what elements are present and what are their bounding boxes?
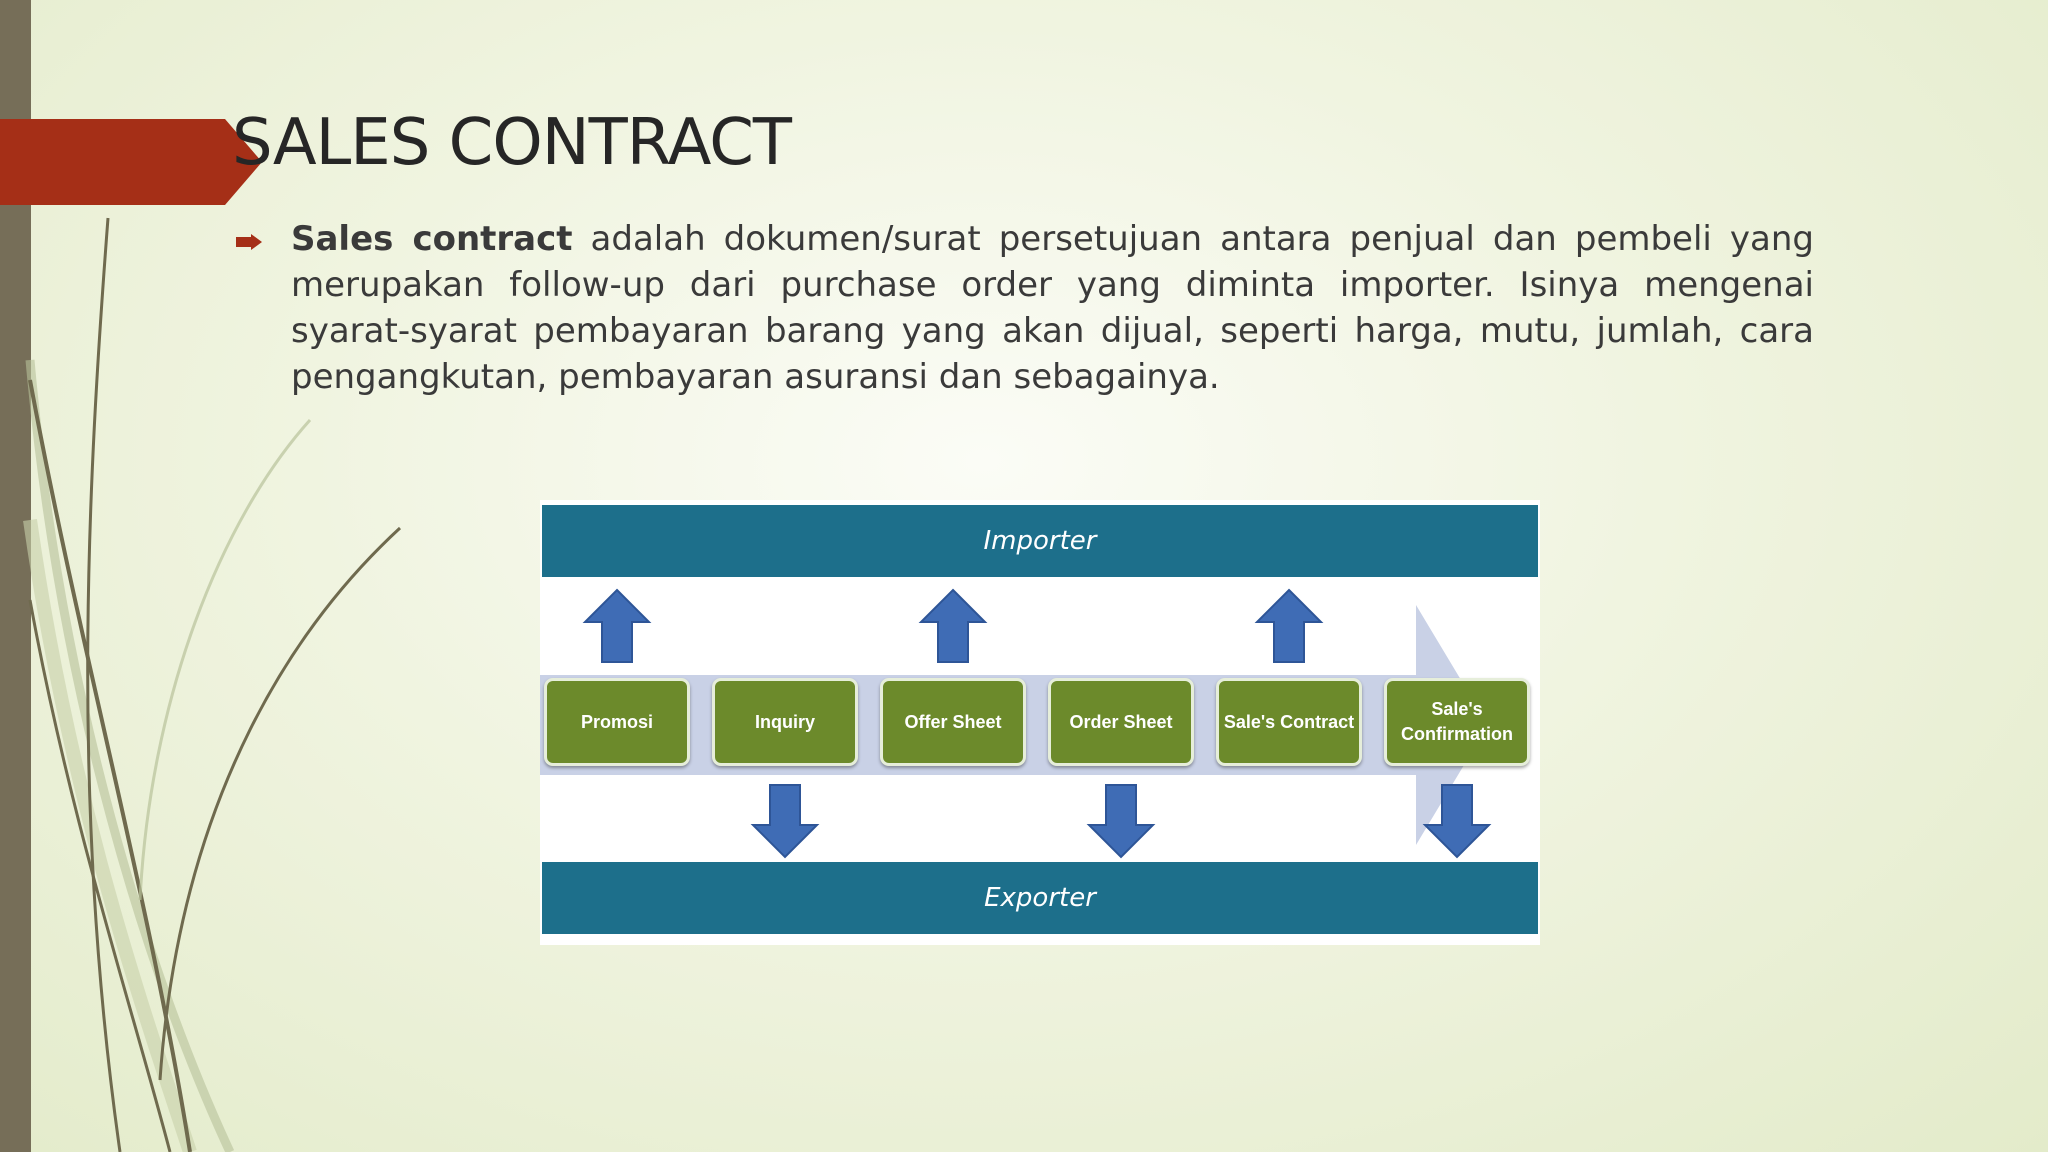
decorative-curves	[23, 217, 402, 1152]
exporter-band: Exporter	[542, 862, 1538, 934]
step-promosi: Promosi	[544, 678, 690, 766]
arrow-up-icon	[918, 588, 988, 663]
step-order-sheet: Order Sheet	[1048, 678, 1194, 766]
step-sales-contract: Sale's Contract	[1216, 678, 1362, 766]
arrow-up-icon	[1254, 588, 1324, 663]
body-term: Sales contract	[291, 219, 573, 259]
body-paragraph: Sales contract adalah dokumen/surat pers…	[291, 216, 1814, 400]
step-inquiry: Inquiry	[712, 678, 858, 766]
arrow-down-icon	[1422, 784, 1492, 859]
step-sales-confirmation: Sale's Confirmation	[1384, 678, 1530, 766]
bullet-arrow-icon	[236, 234, 262, 250]
arrow-down-icon	[750, 784, 820, 859]
slide-title: SALES CONTRACT	[232, 106, 792, 180]
arrow-up-icon	[582, 588, 652, 663]
title-accent-tab	[0, 119, 262, 205]
step-offer-sheet: Offer Sheet	[880, 678, 1026, 766]
body-text: adalah dokumen/surat persetujuan antara …	[291, 219, 1814, 397]
importer-band: Importer	[542, 505, 1538, 577]
arrow-down-icon	[1086, 784, 1156, 859]
export-flow-diagram: Importer Exporter Promosi Inquiry Offer …	[540, 500, 1540, 945]
